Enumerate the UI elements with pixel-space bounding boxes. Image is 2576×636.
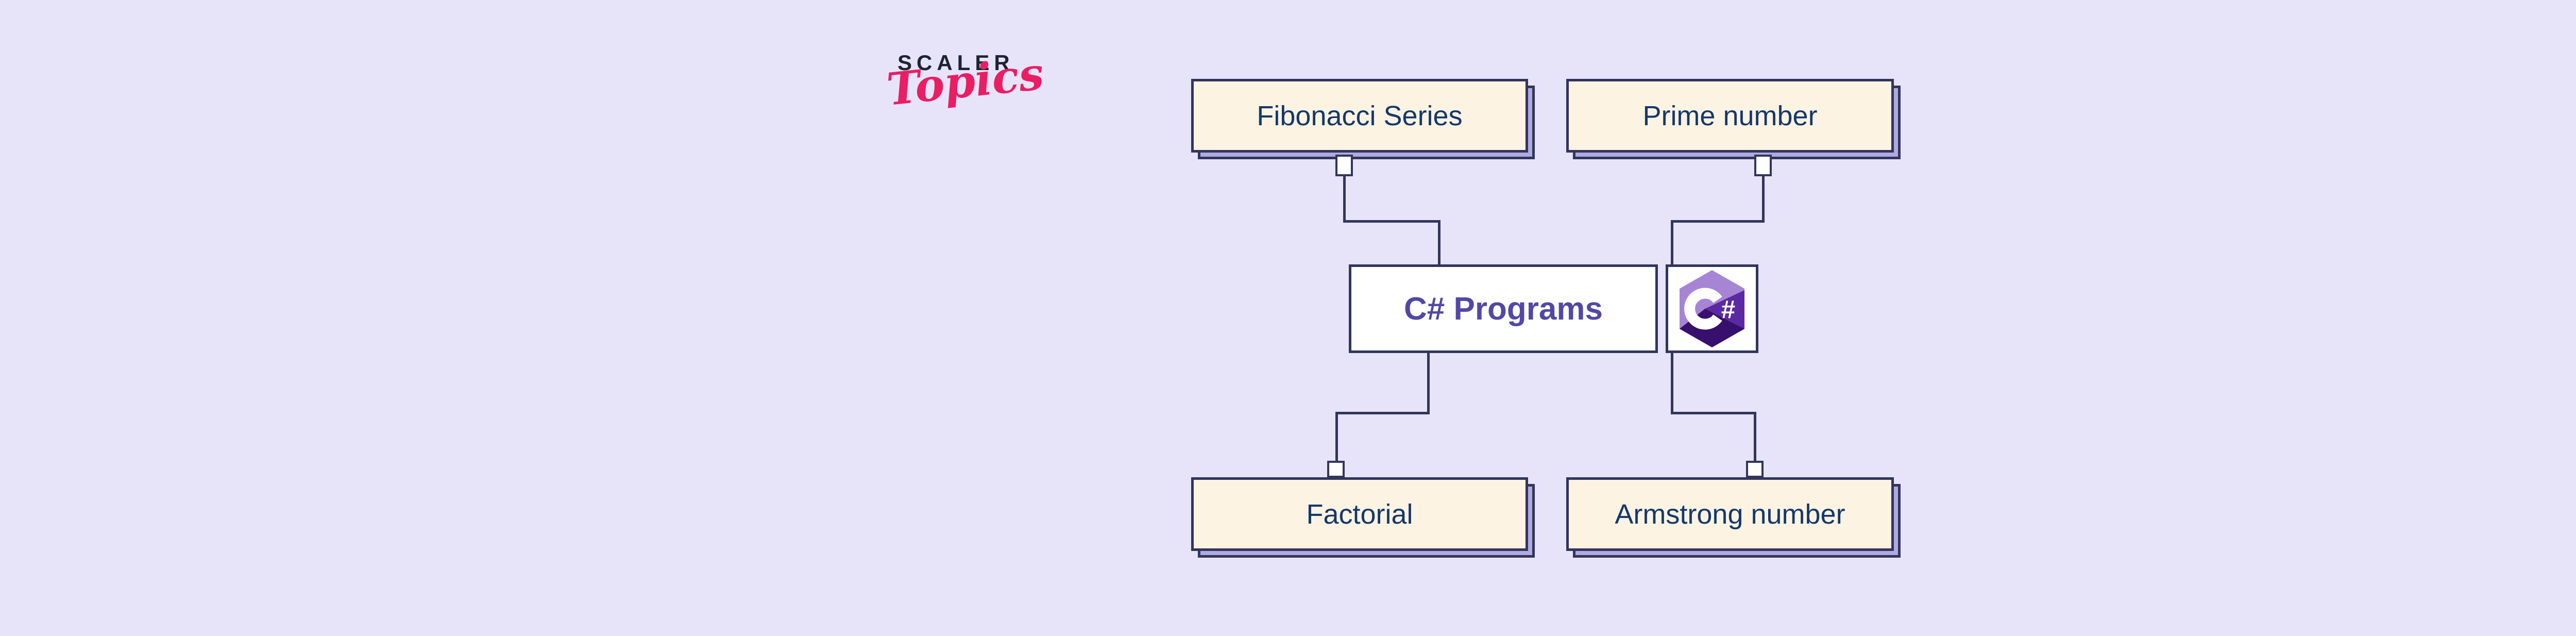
csharp-hash-glyph: # — [1721, 295, 1736, 324]
node-label: Fibonacci Series — [1257, 100, 1463, 131]
scaler-wordmark: SCALER — [897, 51, 1014, 75]
connector-segment — [1754, 412, 1756, 462]
csharp-hexagon-mid — [1705, 290, 1744, 329]
root-node-label: C# Programs — [1404, 291, 1603, 327]
connector-segment — [1335, 412, 1430, 414]
connector-segment — [1762, 175, 1765, 222]
connector-segment — [1671, 220, 1765, 223]
connector-segment — [1671, 352, 1673, 414]
connector-segment — [1438, 220, 1440, 266]
connector-junction-square — [1327, 461, 1345, 478]
connector-segment — [1671, 220, 1673, 266]
connector-segment — [1671, 412, 1756, 414]
node-label: Armstrong number — [1615, 498, 1845, 530]
connector-junction-square — [1335, 155, 1353, 176]
node-fibonacci-series: Fibonacci Series — [1191, 79, 1528, 153]
connector-segment — [1343, 175, 1346, 222]
connector-segment — [1335, 412, 1338, 462]
csharp-logo-box: # — [1666, 264, 1758, 353]
connector-segment — [1343, 220, 1440, 223]
node-label: Factorial — [1306, 498, 1413, 530]
node-factorial: Factorial — [1191, 477, 1528, 551]
node-prime-number: Prime number — [1566, 79, 1894, 153]
scaler-logo: SCALER Topics — [885, 47, 1052, 147]
csharp-c-glyph — [1684, 288, 1722, 330]
connector-junction-square — [1754, 155, 1772, 176]
connector-junction-square — [1746, 461, 1764, 478]
root-node-csharp-programs: C# Programs — [1349, 264, 1658, 353]
node-armstrong-number: Armstrong number — [1566, 477, 1894, 551]
connector-segment — [1427, 352, 1430, 414]
node-label: Prime number — [1642, 100, 1818, 131]
csharp-logo-icon: # — [1680, 270, 1744, 347]
